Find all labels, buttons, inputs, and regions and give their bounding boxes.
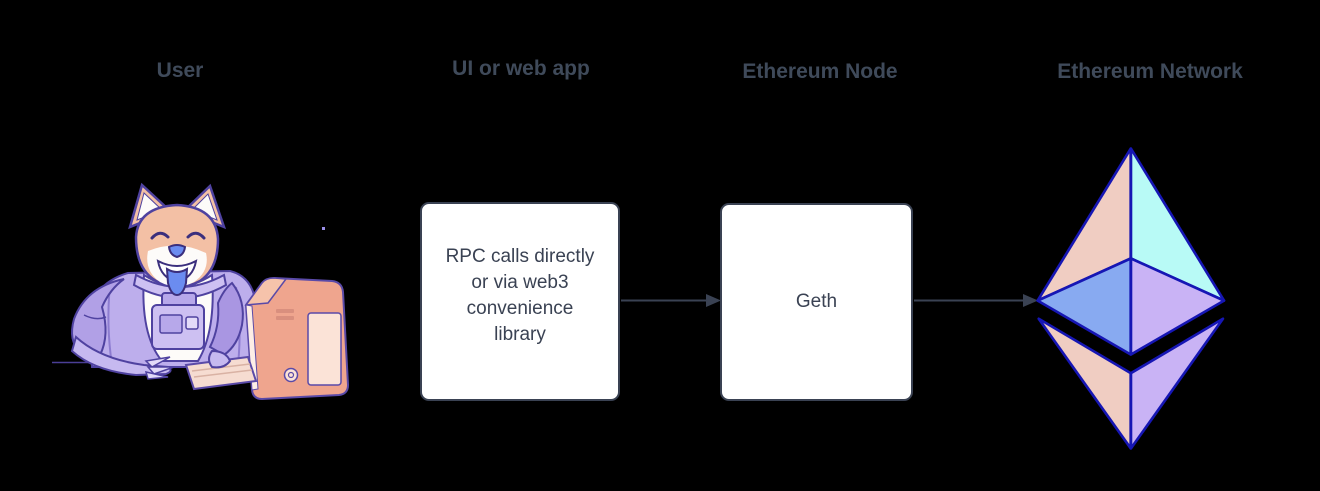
label-ethereum-network: Ethereum Network	[1057, 60, 1243, 83]
label-ui-or-web-app: UI or web app	[452, 57, 590, 80]
arrowhead	[706, 294, 721, 307]
doge-left-eye	[150, 231, 170, 240]
geth-box-label: Geth	[795, 291, 838, 312]
claw	[146, 366, 175, 375]
ethereum-logo-icon	[1036, 147, 1226, 450]
doge-left-hand	[70, 335, 172, 377]
arrow-ui-to-node	[621, 294, 721, 307]
ui-box-text-line: library	[494, 323, 546, 345]
eth-face-bottom-right	[1129, 317, 1225, 450]
claw	[144, 370, 169, 380]
doge-right-eye	[186, 231, 206, 240]
ui-box-text-line: RPC calls directly	[445, 245, 595, 267]
label-ethereum-node: Ethereum Node	[742, 60, 898, 83]
doge-tongue	[165, 267, 189, 297]
eth-face-mid-right	[1129, 257, 1226, 356]
monitor-port	[283, 367, 299, 383]
monitor-rear-panel	[307, 312, 342, 386]
doge-nose	[167, 244, 187, 259]
ui-box-text-line: convenience	[466, 297, 574, 319]
sparkle-dot	[322, 227, 325, 230]
ui-web-app-box: RPC calls directly or via web3 convenien…	[420, 202, 620, 401]
doge-computer-illustration	[52, 182, 350, 401]
label-user: User	[156, 59, 204, 82]
geth-box: Geth	[720, 203, 913, 401]
doge-right-paw	[208, 349, 232, 369]
ui-box-text-line: or via web3	[471, 271, 569, 293]
arrow-node-to-network	[914, 294, 1038, 307]
claw	[144, 356, 171, 368]
